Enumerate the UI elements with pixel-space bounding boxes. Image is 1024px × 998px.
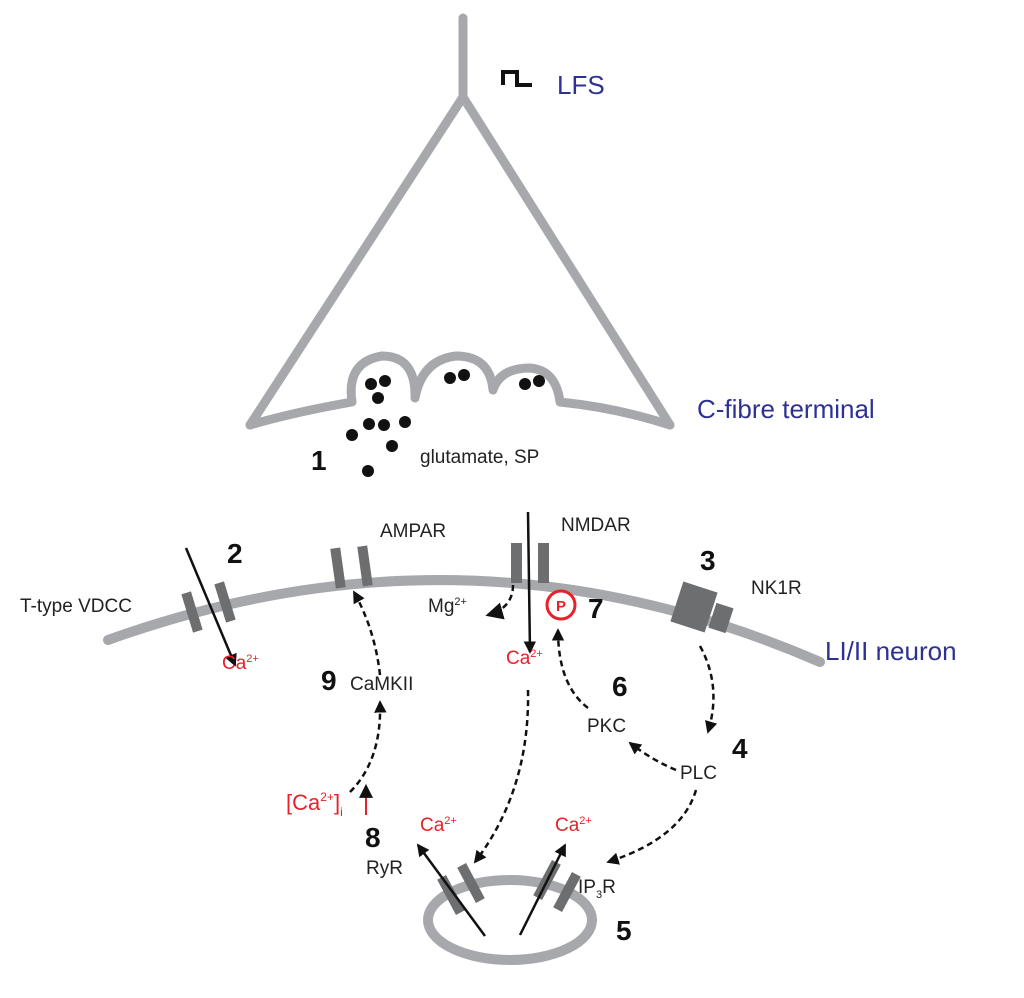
nmdar-ca-influx-arrow bbox=[523, 511, 537, 654]
er-store bbox=[423, 875, 597, 965]
step-3: 3 bbox=[700, 545, 716, 576]
step-8: 8 bbox=[365, 822, 381, 853]
neuron-label: LI/II neuron bbox=[825, 636, 957, 666]
ryr-label: RyR bbox=[366, 858, 403, 879]
terminal-outline bbox=[245, 92, 675, 430]
c-fibre-terminal-label: C-fibre terminal bbox=[697, 394, 875, 424]
ca-ryr-arrow bbox=[473, 689, 530, 864]
phosphorylation-label: P bbox=[556, 598, 566, 615]
pkc-label: PKC bbox=[587, 716, 626, 737]
step-9: 9 bbox=[321, 665, 337, 696]
plc-label: PLC bbox=[680, 763, 717, 784]
intracellular-ca-label: [Ca2+]i bbox=[286, 790, 343, 819]
mg-block-arrow bbox=[485, 584, 515, 620]
lfs-label: LFS bbox=[557, 70, 605, 100]
ryr-ca-label: Ca2+ bbox=[420, 815, 457, 836]
vesicles bbox=[365, 369, 545, 404]
mg-label: Mg2+ bbox=[428, 596, 467, 617]
step-1: 1 bbox=[311, 445, 327, 476]
nmdar-channel bbox=[511, 543, 549, 583]
t-type-vdcc-label: T-type VDCC bbox=[20, 596, 132, 617]
ip3r-ca-label: Ca2+ bbox=[555, 815, 592, 836]
vdcc-ca-label: Ca2+ bbox=[222, 653, 259, 674]
nmdar-label: NMDAR bbox=[561, 515, 631, 536]
step-7: 7 bbox=[588, 593, 604, 624]
presynaptic-membrane bbox=[245, 351, 675, 430]
camkii-ampar-arrow bbox=[352, 590, 382, 676]
lfs-pulse-icon bbox=[501, 70, 532, 87]
nk1r-plc-arrow bbox=[698, 645, 718, 734]
step-5: 5 bbox=[616, 915, 632, 946]
plc-ip3r-arrow bbox=[606, 789, 698, 865]
step-2: 2 bbox=[227, 538, 243, 569]
plc-pkc-arrow bbox=[628, 741, 677, 772]
nk1r-label: NK1R bbox=[751, 578, 802, 599]
ryr-channel bbox=[437, 862, 485, 916]
c-fibre-terminal bbox=[245, 13, 675, 430]
pkc-nmdar-arrow bbox=[551, 628, 589, 709]
ampar-channel bbox=[330, 545, 373, 589]
ip3r-label: IP3R bbox=[578, 877, 616, 901]
nmdar-ca-label: Ca2+ bbox=[506, 648, 543, 669]
released-transmitter bbox=[346, 416, 411, 477]
ampar-label: AMPAR bbox=[380, 521, 446, 542]
camkii-label: CaMKII bbox=[350, 674, 413, 695]
t-type-vdcc-channel bbox=[181, 581, 236, 633]
step-4: 4 bbox=[732, 733, 748, 764]
ip3r-ca-release-arrow bbox=[518, 843, 567, 936]
ryr-ca-release-arrow bbox=[416, 843, 487, 937]
ca-camkii-arrow bbox=[349, 700, 387, 793]
phosphorylation-icon bbox=[545, 589, 577, 621]
step-6: 6 bbox=[612, 671, 628, 702]
nk1r-receptor bbox=[670, 581, 734, 634]
vdcc-ca-influx-arrow bbox=[184, 547, 237, 667]
glutamate-sp-label: glutamate, SP bbox=[420, 447, 539, 468]
